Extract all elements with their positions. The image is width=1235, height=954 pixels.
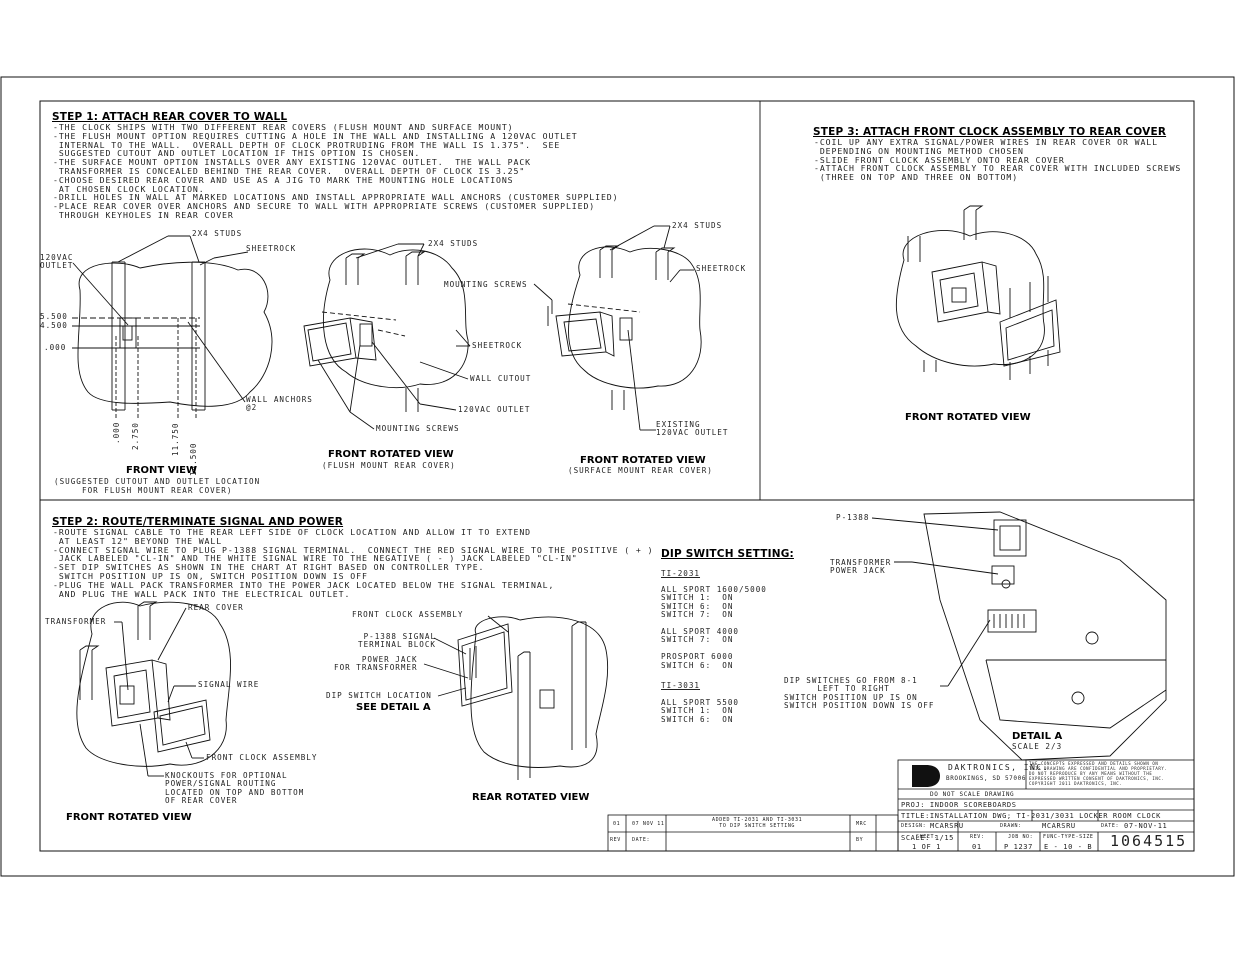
s2l-label-rear-cover: REAR COVER: [188, 603, 244, 612]
detail-a-drawing: [871, 511, 1167, 761]
title-block-lines: [607, 759, 1195, 852]
tb-proj: PROJ: INDOOR SCOREBOARDS: [901, 801, 1017, 809]
fv-dim-y3: .000: [44, 343, 67, 352]
flush-caption: FRONT ROTATED VIEW: [328, 449, 454, 460]
flush-label-outlet: 120VAC OUTLET: [458, 405, 531, 414]
s2m-label-dip: DIP SWITCH LOCATION: [326, 691, 432, 700]
tb-func-label: FUNC-TYPE-SIZE: [1043, 834, 1094, 840]
dip-group1-title: TI-2031: [661, 569, 701, 578]
detail-label-dip: DIP SWITCHES GO FROM 8-1 LEFT TO RIGHT S…: [784, 676, 935, 711]
fv-label-outlet: 120VAC OUTLET: [40, 253, 74, 271]
tb-job: P 1237: [1004, 843, 1033, 851]
s2l-label-transformer: TRANSFORMER: [45, 617, 107, 626]
surface-view-drawing: [547, 225, 702, 431]
tb-no-scale: DO NOT SCALE DRAWING: [930, 791, 1015, 798]
tb-func: E - 10 - B: [1044, 843, 1093, 851]
tb-company: DAKTRONICS, INC.: [948, 763, 1050, 772]
surface-sub: (SURFACE MOUNT REAR COVER): [568, 466, 713, 475]
flush-view-drawing: [303, 243, 553, 430]
tb-notice: THE CONCEPTS EXPRESSED AND DETAILS SHOWN…: [1029, 761, 1168, 786]
step1-body: -THE CLOCK SHIPS WITH TWO DIFFERENT REAR…: [53, 122, 619, 220]
s2l-label-front: FRONT CLOCK ASSEMBLY: [206, 753, 318, 762]
tb-date-label: DATE:: [1101, 823, 1120, 829]
s2m-label-front: FRONT CLOCK ASSEMBLY: [352, 610, 464, 619]
tb-drawn: MCARSRU: [1042, 822, 1076, 830]
s2m-label-power: POWER JACK FOR TRANSFORMER: [334, 655, 418, 673]
flush-label-sheetrock: SHEETROCK: [472, 341, 523, 350]
rev-number: 01: [613, 821, 621, 827]
surface-caption: FRONT ROTATED VIEW: [580, 455, 706, 466]
tb-rev-label: REV:: [970, 834, 985, 840]
step2-rear-drawing: [423, 615, 609, 780]
flush-label-screws-top: MOUNTING SCREWS: [444, 280, 528, 289]
tb-date: 07-NOV-11: [1124, 822, 1168, 830]
rev-h-by: BY: [856, 837, 864, 843]
detail-label-p1388: P-1388: [836, 513, 870, 522]
front-view-drawing: [72, 235, 273, 420]
fv-sub2: FOR FLUSH MOUNT REAR COVER): [82, 486, 233, 495]
step3-caption: FRONT ROTATED VIEW: [905, 412, 1031, 423]
daktronics-logo: [912, 765, 940, 787]
step2-body: -ROUTE SIGNAL CABLE TO THE REAR LEFT SID…: [53, 527, 654, 599]
flush-sub: (FLUSH MOUNT REAR COVER): [322, 461, 456, 470]
s2l-label-knockouts: KNOCKOUTS FOR OPTIONAL POWER/SIGNAL ROUT…: [165, 771, 305, 806]
tb-drawn-label: DRAWN:: [1000, 823, 1022, 829]
surface-label-existing: EXISTING 120VAC OUTLET: [656, 420, 729, 438]
dip-title: DIP SWITCH SETTING:: [661, 548, 794, 560]
s2m-see-detail: SEE DETAIL A: [356, 702, 431, 713]
tb-city: BROOKINGS, SD 57006: [946, 775, 1027, 782]
detail-scale: SCALE 2/3: [1012, 742, 1063, 751]
step1-title: STEP 1: ATTACH REAR COVER TO WALL: [52, 111, 288, 123]
rev-h-rev: REV: [610, 837, 621, 843]
step3-title: STEP 3: ATTACH FRONT CLOCK ASSEMBLY TO R…: [813, 126, 1167, 138]
fv-label-sheetrock: SHEETROCK: [246, 244, 297, 253]
tb-sheet-label: SHEET:: [916, 834, 938, 840]
fv-sub1: (SUGGESTED CUTOUT AND OUTLET LOCATION: [54, 477, 261, 486]
tb-scale: SCALE: 1/15: [901, 834, 954, 842]
fv-dim-x1: .000: [112, 421, 121, 444]
flush-label-studs: 2X4 STUDS: [428, 239, 479, 248]
fv-label-anchors: WALL ANCHORS @2: [246, 395, 313, 413]
flush-label-screws-bottom: MOUNTING SCREWS: [376, 424, 460, 433]
tb-dwg-no: 1064515: [1110, 832, 1188, 850]
rev-h-date: DATE:: [632, 837, 651, 843]
dip-group2-title: TI-3031: [661, 681, 701, 690]
fv-dim-y1: 5.500: [40, 312, 68, 321]
step3-drawing: [895, 205, 1061, 380]
flush-label-cutout: WALL CUTOUT: [470, 374, 532, 383]
tb-design: MCARSRU: [930, 822, 964, 830]
fv-dim-y2: 4.500: [40, 321, 68, 330]
dip-group1-body: ALL SPORT 1600/5000 SWITCH 1: ON SWITCH …: [661, 585, 767, 670]
fv-dim-x2: 2.750: [131, 422, 140, 450]
tb-job-label: JOB NO:: [1008, 834, 1034, 840]
detail-caption: DETAIL A: [1012, 731, 1063, 742]
fv-label-studs: 2X4 STUDS: [192, 229, 243, 238]
step2-title: STEP 2: ROUTE/TERMINATE SIGNAL AND POWER: [52, 516, 344, 528]
s2l-label-signal: SIGNAL WIRE: [198, 680, 260, 689]
s2m-label-p1388: P-1388 SIGNAL TERMINAL BLOCK: [358, 632, 437, 650]
tb-sheet: 1 OF 1: [912, 843, 941, 851]
surface-label-sheetrock: SHEETROCK: [696, 264, 747, 273]
tb-design-label: DESIGN:: [901, 823, 927, 829]
detail-label-transformer: TRANSFORMER POWER JACK: [830, 558, 892, 576]
rev-by: MRC: [856, 821, 867, 827]
surface-label-studs: 2X4 STUDS: [672, 221, 723, 230]
fv-caption: FRONT VIEW: [126, 465, 198, 476]
dip-group2-body: ALL SPORT 5500 SWITCH 1: ON SWITCH 6: ON: [661, 698, 740, 724]
step2-left-drawing: [76, 601, 232, 777]
s2m-caption: REAR ROTATED VIEW: [472, 792, 590, 803]
fv-dim-x3: 11.750: [171, 422, 180, 456]
step3-body: -COIL UP ANY EXTRA SIGNAL/POWER WIRES IN…: [814, 137, 1182, 183]
rev-date: 07 NOV 11: [632, 821, 665, 827]
s2l-caption: FRONT ROTATED VIEW: [66, 812, 192, 823]
tb-rev: 01: [972, 843, 982, 851]
rev-desc: ADDED TI-2031 AND TI-3031 TO DIP SWITCH …: [712, 817, 803, 829]
tb-title: TITLE:INSTALLATION DWG; TI-2031/3031 LOC…: [901, 812, 1161, 820]
